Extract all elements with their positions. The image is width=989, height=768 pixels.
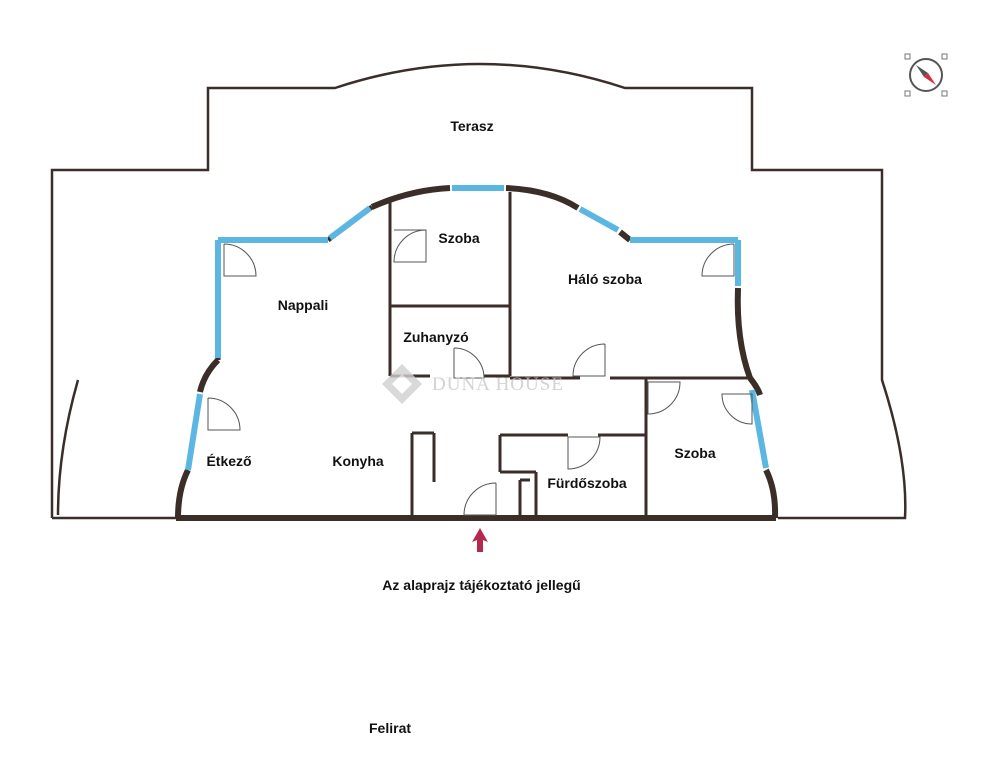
exterior-walls bbox=[175, 185, 779, 521]
door-furdo bbox=[567, 436, 601, 470]
terrace-left-curve bbox=[56, 379, 80, 516]
door-halo-inner bbox=[572, 343, 606, 377]
room-label-etkezo: Étkező bbox=[206, 453, 251, 469]
room-label-szoba-2: Szoba bbox=[674, 445, 715, 461]
disclaimer-text: Az alaprajz tájékoztató jellegű bbox=[382, 577, 581, 593]
room-label-halo-szoba: Háló szoba bbox=[568, 271, 642, 287]
room-label-nappali: Nappali bbox=[278, 297, 329, 313]
caption-text: Felirat bbox=[369, 720, 412, 736]
watermark: DUNA HOUSE bbox=[382, 364, 564, 404]
room-label-szoba-1: Szoba bbox=[438, 230, 479, 246]
terrace-outline bbox=[50, 62, 907, 520]
room-label-furdoszoba: Fürdőszoba bbox=[547, 475, 627, 491]
door-szoba-2 bbox=[647, 381, 681, 415]
duna-house-logo-icon bbox=[382, 364, 422, 404]
door-etkezo bbox=[207, 397, 241, 431]
compass-icon bbox=[904, 53, 948, 97]
door-swings bbox=[207, 229, 753, 516]
room-label-terasz: Terasz bbox=[450, 118, 493, 134]
door-zuhanyzo bbox=[453, 347, 485, 379]
windows bbox=[185, 185, 769, 471]
room-label-konyha: Konyha bbox=[332, 453, 384, 469]
interior-walls bbox=[388, 192, 750, 518]
door-szoba-1 bbox=[393, 229, 427, 263]
door-nappali bbox=[223, 243, 257, 277]
room-label-zuhanyzo: Zuhanyzó bbox=[403, 329, 468, 345]
door-szoba-2-window bbox=[721, 393, 753, 425]
watermark-text: DUNA HOUSE bbox=[432, 374, 564, 395]
door-halo bbox=[701, 243, 735, 277]
door-entrance bbox=[463, 482, 497, 516]
entrance-arrow-icon bbox=[472, 528, 488, 552]
